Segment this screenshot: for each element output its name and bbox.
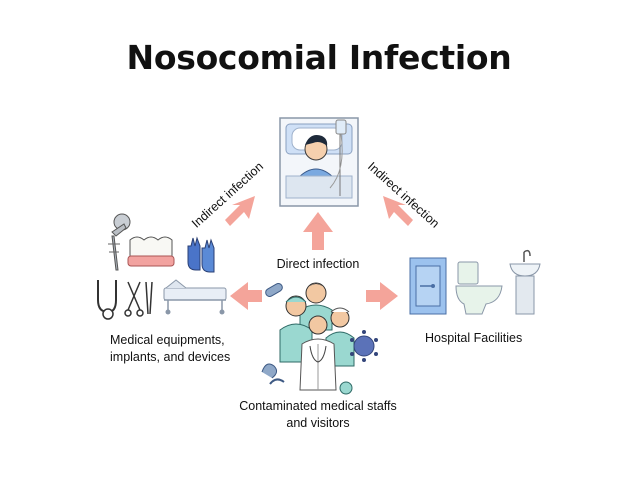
bacteria-icon — [261, 283, 285, 385]
hospital-bed-icon — [163, 279, 227, 315]
arrow-center-to-bed — [303, 212, 333, 250]
medical-equipment-label-line2: implants, and devices — [110, 350, 231, 364]
hospital-facilities-label: Hospital Facilities — [425, 331, 523, 345]
sink-icon — [509, 249, 541, 315]
medical-equipment-label-line1: Medical equipments, — [110, 333, 225, 347]
stethoscope-icon — [97, 280, 117, 320]
teeth-icon — [127, 236, 175, 267]
page-title: Nosocomial Infection — [126, 38, 512, 77]
direct-infection-label: Direct infection — [276, 257, 360, 271]
medical-equipment-label: Medical equipments, implants, and device… — [110, 332, 250, 366]
contaminated-staff-label-line2: and visitors — [286, 416, 350, 430]
patient-bed-icon — [279, 117, 359, 207]
forceps-icon — [145, 281, 153, 315]
scissors-icon — [124, 281, 144, 317]
toilet-icon — [455, 261, 503, 315]
virus-icon — [339, 330, 378, 395]
contaminated-staff-label: Contaminated medical staffs and visitors — [228, 398, 408, 432]
medical-staff-group-icon — [279, 282, 355, 391]
gloves-icon — [187, 236, 215, 273]
arrow-right-to-bed — [383, 196, 413, 226]
door-icon — [409, 257, 447, 315]
arrow-center-to-right — [366, 282, 398, 310]
arrow-left-to-bed — [225, 196, 255, 226]
dental-implant-icon — [108, 213, 131, 271]
contaminated-staff-label-line1: Contaminated medical staffs — [239, 399, 397, 413]
arrow-center-to-left — [230, 282, 262, 310]
